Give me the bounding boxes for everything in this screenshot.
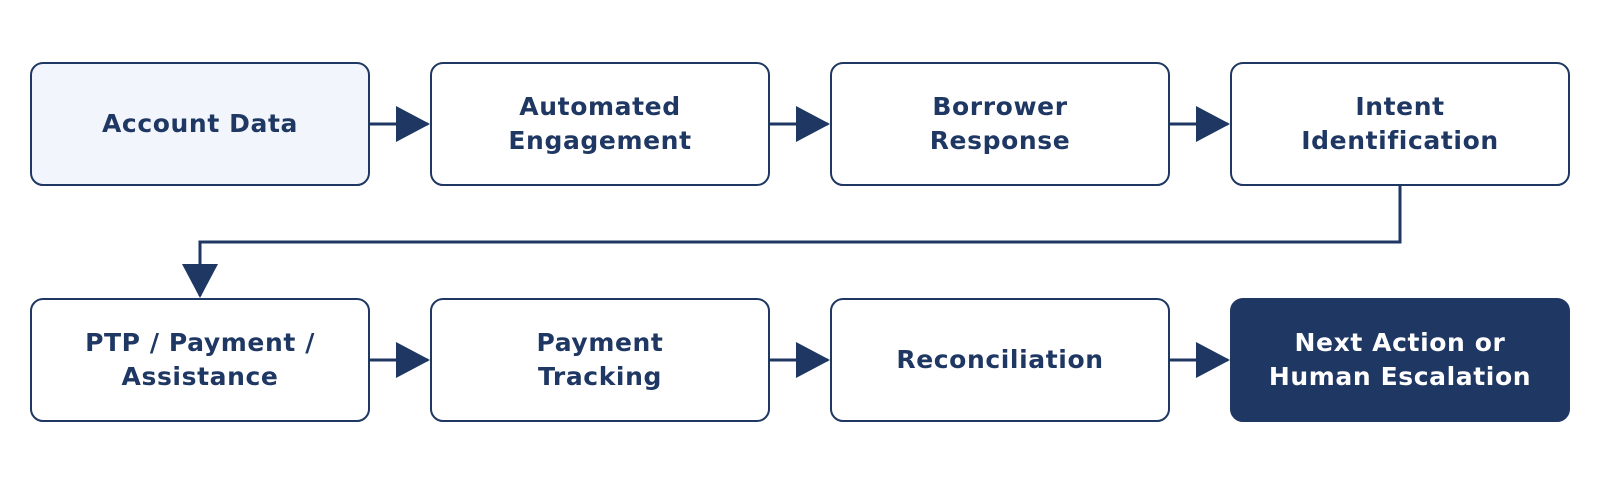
edge-intent-identification-to-ptp-payment-assistance [182,186,1402,298]
node-label: Reconciliation [896,345,1104,374]
node-label: PTP / Payment / Assistance [85,328,315,391]
node-label: Next Action or Human Escalation [1268,328,1532,391]
node-label: Automated Engagement [508,92,692,155]
node-payment-tracking: Payment Tracking [430,298,770,422]
node-ptp-payment-assistance: PTP / Payment / Assistance [30,298,370,422]
node-account-data: Account Data [30,62,370,186]
node-reconciliation: Reconciliation [830,298,1170,422]
node-automated-engagement: Automated Engagement [430,62,770,186]
node-label: Account Data [101,109,299,138]
node-label: Payment Tracking [536,328,664,391]
node-label: Intent Identification [1301,92,1499,155]
node-borrower-response: Borrower Response [830,62,1170,186]
node-intent-identification: Intent Identification [1230,62,1570,186]
node-next-action-or-human-escalation: Next Action or Human Escalation [1230,298,1570,422]
node-label: Borrower Response [929,92,1071,155]
